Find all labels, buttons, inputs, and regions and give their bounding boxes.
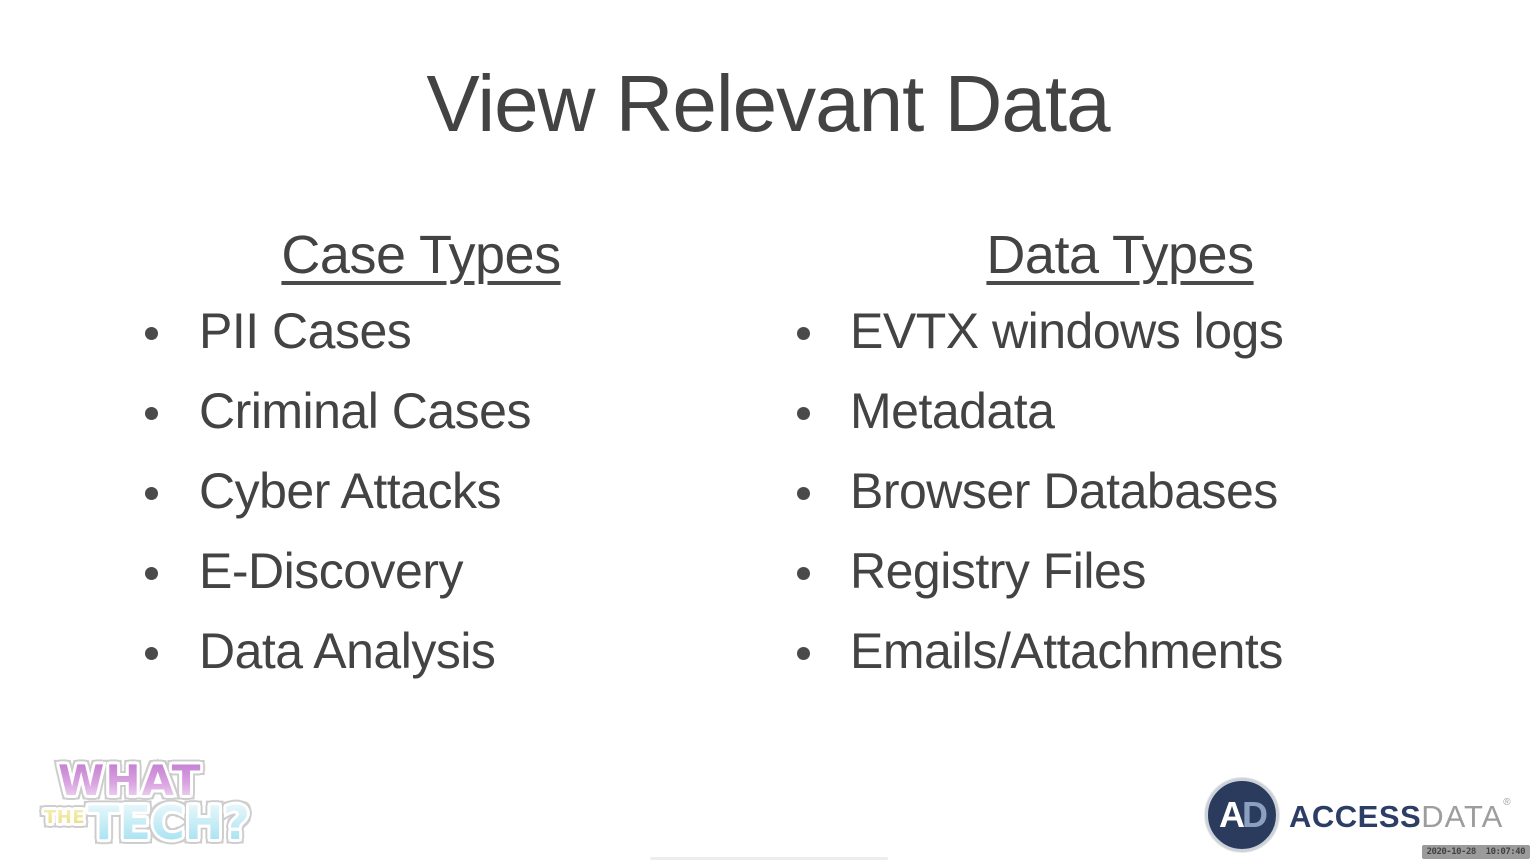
bullet-icon <box>797 406 810 420</box>
accessdata-monogram-icon: A D <box>1205 778 1279 852</box>
wtt-word-the: THE <box>44 807 86 828</box>
list-item-label: Registry Files <box>850 543 1146 599</box>
wtt-word-tech-label: TECH? <box>88 796 250 850</box>
bottom-divider <box>650 857 888 860</box>
list-item: Emails/Attachments <box>797 611 1283 691</box>
bullet-icon <box>145 646 158 660</box>
monogram-letter-a: A <box>1219 794 1245 835</box>
monogram-letter-d: D <box>1242 794 1268 835</box>
case-types-list: PII Cases Criminal Cases Cyber Attacks E… <box>145 291 531 691</box>
timestamp-badge: 2020-10-28 10:07:40 <box>1421 845 1530 859</box>
list-item-label: Metadata <box>850 383 1055 439</box>
list-item: Registry Files <box>797 531 1283 611</box>
data-types-list: EVTX windows logs Metadata Browser Datab… <box>797 291 1284 691</box>
list-item-label: EVTX windows logs <box>850 303 1284 359</box>
bullet-icon <box>797 486 810 500</box>
bullet-icon <box>797 566 810 580</box>
list-item-label: Browser Databases <box>850 463 1278 519</box>
registered-trademark-icon: ® <box>1503 797 1511 808</box>
case-types-heading: Case Types <box>281 225 561 285</box>
list-item-label: PII Cases <box>199 303 412 359</box>
slide-title: View Relevant Data <box>426 59 1110 148</box>
wtt-logo-row2: THE TECH? <box>44 800 250 846</box>
list-item: Criminal Cases <box>145 371 531 451</box>
wtt-word-tech: TECH? <box>88 800 250 846</box>
wtt-logo-row1: WHAT <box>58 760 250 803</box>
accessdata-logo: A D ACCESSDATA® <box>1205 778 1511 852</box>
what-the-tech-logo: WHAT THE TECH? <box>44 760 250 847</box>
wtt-word-the-label: THE <box>44 807 86 828</box>
bullet-icon <box>145 406 158 420</box>
wordmark-access: ACCESS <box>1289 799 1422 834</box>
wtt-word-what: WHAT <box>58 760 202 803</box>
list-item: PII Cases <box>145 291 531 371</box>
list-item-label: Criminal Cases <box>199 383 531 439</box>
bullet-icon <box>797 646 810 660</box>
list-item: Data Analysis <box>145 611 531 691</box>
list-item: Browser Databases <box>797 451 1283 531</box>
list-item: Metadata <box>797 371 1283 451</box>
bullet-icon <box>797 326 810 340</box>
list-item-label: Emails/Attachments <box>850 623 1283 679</box>
list-item-label: E-Discovery <box>199 543 463 599</box>
list-item: Cyber Attacks <box>145 451 531 531</box>
data-types-heading: Data Types <box>986 225 1254 285</box>
wordmark-data: DATA <box>1421 799 1504 834</box>
list-item-label: Data Analysis <box>199 623 496 679</box>
list-item: E-Discovery <box>145 531 531 611</box>
accessdata-wordmark: ACCESSDATA® <box>1289 797 1511 834</box>
bullet-icon <box>145 326 158 340</box>
wtt-word-what-label: WHAT <box>58 756 202 805</box>
bullet-icon <box>145 566 158 580</box>
bullet-icon <box>145 486 158 500</box>
list-item-label: Cyber Attacks <box>199 463 501 519</box>
list-item: EVTX windows logs <box>797 291 1284 371</box>
